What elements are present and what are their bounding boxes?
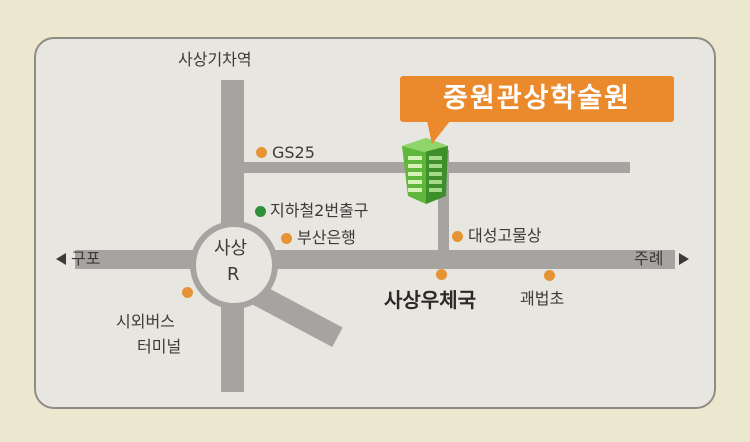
bank-label: 부산은행 xyxy=(297,228,356,247)
bus-terminal-label-line2: 터미널 xyxy=(137,337,182,356)
banner-pointer xyxy=(426,116,454,144)
gwaebeop-marker xyxy=(544,270,555,281)
daesung-label: 대성고물상 xyxy=(468,226,542,245)
building-icon xyxy=(402,138,448,204)
academy-title: 중원관상학술원 xyxy=(400,76,674,122)
road-vertical-right xyxy=(438,150,449,250)
gs25-marker xyxy=(256,147,267,158)
gwaebeop-label: 괘법초 xyxy=(520,289,565,308)
subway-exit-label: 지하철2번출구 xyxy=(270,201,369,220)
jurye-arrow-icon xyxy=(679,253,689,265)
gs25-label: GS25 xyxy=(272,143,315,162)
rotary-circle xyxy=(190,221,278,309)
rotary-label: 사상 xyxy=(214,238,248,259)
rotary-label-r: R xyxy=(227,264,240,285)
road-horizontal-main xyxy=(75,250,675,269)
bus-terminal-marker xyxy=(182,287,193,298)
bus-terminal-label: 시외버스 xyxy=(116,312,175,331)
gupo-label: 구포 xyxy=(71,249,101,268)
gupo-arrow-icon xyxy=(56,253,66,265)
jurye-label: 주례 xyxy=(634,249,664,268)
post-office-label: 사상우체국 xyxy=(384,288,476,312)
station-label: 사상기차역 xyxy=(178,50,252,69)
subway-exit-marker xyxy=(255,206,266,217)
bank-marker xyxy=(281,233,292,244)
daesung-marker xyxy=(452,231,463,242)
post-office-marker xyxy=(436,269,447,280)
